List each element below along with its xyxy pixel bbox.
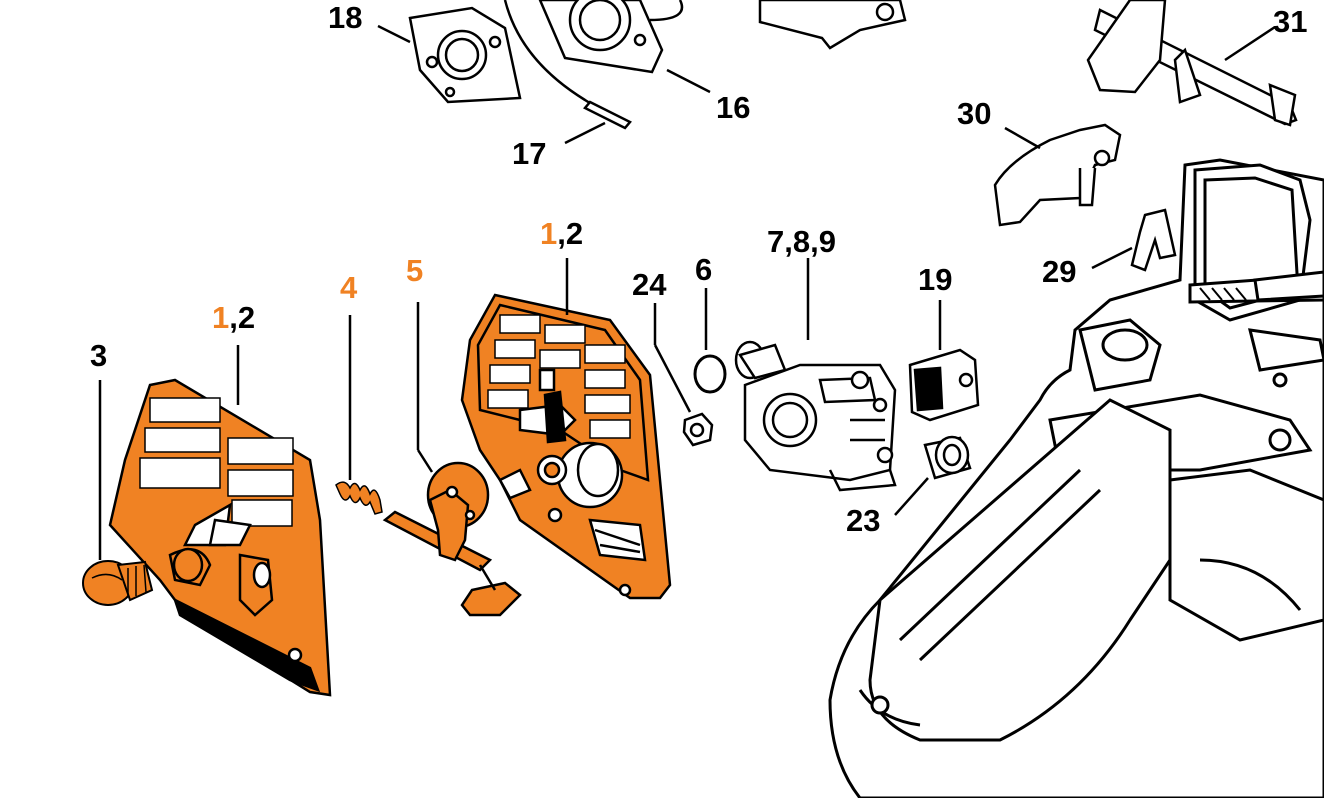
callout-23: 23	[846, 503, 881, 538]
part-1-2-outer-cover	[108, 378, 332, 697]
callout-1-2-inner-rest: ,2	[557, 216, 584, 251]
main-housing	[828, 158, 1324, 798]
callout-3: 3	[90, 338, 108, 373]
part-16-plate	[538, 0, 684, 74]
part-19-block	[908, 348, 980, 422]
callout-6: 6	[695, 252, 713, 287]
part-6-ring	[693, 354, 727, 394]
callout-16: 16	[716, 90, 751, 125]
part-30-lever	[993, 123, 1122, 227]
callout-1-2-inner-cover: 1,2	[540, 218, 583, 249]
callout-31: 31	[1273, 4, 1308, 39]
part-7-8-9-carburetor	[734, 340, 897, 492]
callout-19: 19	[918, 262, 953, 297]
callout-30: 30	[957, 96, 992, 131]
callout-24: 24	[632, 267, 667, 302]
callout-1-2-outer-rest: ,2	[229, 300, 256, 335]
part-31-bar	[1086, 0, 1298, 127]
part-29-clip	[1130, 208, 1177, 272]
part-top-center	[758, 0, 907, 50]
part-18-gasket	[408, 6, 522, 104]
callout-5: 5	[406, 253, 424, 288]
callout-1-2-outer-first: 1	[212, 300, 230, 335]
part-3-knob	[82, 560, 154, 606]
callout-17: 17	[512, 136, 547, 171]
part-5-choke-lever	[382, 461, 522, 617]
callout-18: 18	[328, 0, 363, 35]
leader-lines	[98, 24, 1276, 560]
part-4-spring	[335, 481, 383, 515]
part-23-bushing	[923, 435, 972, 480]
callout-4: 4	[340, 270, 358, 305]
callout-1-2-inner-first: 1	[540, 216, 558, 251]
part-24-nut	[682, 412, 714, 447]
callout-7-8-9: 7,8,9	[767, 224, 836, 259]
callout-1-2-outer-cover: 1,2	[212, 302, 255, 333]
callout-29: 29	[1042, 254, 1077, 289]
part-1-2-inner-cover	[460, 293, 672, 600]
part-17-cable	[503, 0, 632, 130]
